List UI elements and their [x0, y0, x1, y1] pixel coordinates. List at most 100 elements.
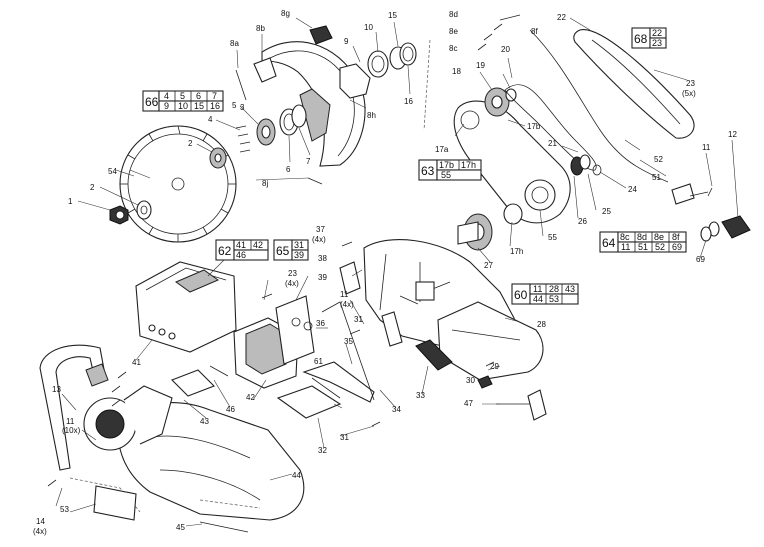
- callout-44: 44: [292, 471, 301, 480]
- svg-text:62: 62: [218, 244, 232, 258]
- callout-2: 2: [188, 139, 193, 148]
- blade-guard: [261, 41, 366, 167]
- belt-drive-arm: [453, 100, 571, 224]
- guard-screws: [235, 125, 251, 153]
- svg-text:69: 69: [672, 242, 682, 252]
- hex-key-tool: [496, 389, 547, 421]
- callout-23: 23: [686, 79, 695, 88]
- callout-8j: 8j: [262, 179, 268, 188]
- belt-tensioner-parts: [570, 154, 602, 176]
- callout-37: 37: [316, 225, 325, 234]
- svg-text:52: 52: [655, 242, 665, 252]
- callout-8b: 8b: [256, 24, 265, 33]
- callout-8c: 8c: [449, 44, 457, 53]
- outer-flange-washer: [136, 200, 152, 220]
- guard-bracket-and-rings: [339, 42, 417, 99]
- svg-text:66: 66: [145, 95, 159, 109]
- battery-latch: [339, 261, 403, 347]
- callout-32: 32: [318, 446, 327, 455]
- svg-text:10: 10: [178, 101, 188, 111]
- callout-14-qty: (4x): [33, 527, 47, 536]
- spring-and-ring: [303, 226, 712, 331]
- svg-text:8e: 8e: [654, 232, 664, 242]
- callout-20: 20: [501, 45, 510, 54]
- svg-text:46: 46: [236, 250, 246, 260]
- screws-cluster: [47, 187, 713, 487]
- small-clip: [477, 375, 493, 389]
- callout-19: 19: [476, 61, 485, 70]
- callout-61: 61: [314, 357, 323, 366]
- callout-11: 11: [702, 143, 711, 152]
- callout-53: 53: [60, 505, 69, 514]
- svg-text:42: 42: [253, 240, 263, 250]
- svg-text:5: 5: [180, 91, 185, 101]
- svg-text:22: 22: [652, 28, 662, 38]
- blade-guard-cover: [83, 385, 173, 451]
- callout-14: 14: [36, 517, 45, 526]
- callout-35: 35: [344, 337, 353, 346]
- svg-text:55: 55: [441, 170, 451, 180]
- kit-box-60: 60 11 28 43 44 53: [511, 283, 579, 305]
- kit-box-64: 64 8c 8d 8e 8f 11 51 52 69: [599, 231, 687, 253]
- callout-41: 41: [132, 358, 141, 367]
- battery-contacts: [148, 324, 176, 340]
- callout-17b: 17b: [527, 122, 541, 131]
- callout-11: 11: [340, 290, 349, 299]
- callout-18: 18: [452, 67, 461, 76]
- gear-and-spindle: [457, 203, 523, 251]
- callout-36: 36: [316, 319, 325, 328]
- callout-17a: 17a: [435, 145, 449, 154]
- callout-8f: 8f: [531, 27, 538, 36]
- callout-38: 38: [318, 254, 327, 263]
- callout-25: 25: [602, 207, 611, 216]
- svg-text:44: 44: [533, 294, 543, 304]
- svg-text:23: 23: [652, 38, 662, 48]
- callout-31: 31: [354, 315, 363, 324]
- wiring-harness: [321, 301, 375, 401]
- callout-51: 51: [652, 173, 661, 182]
- callout-37-qty: (4x): [312, 235, 326, 244]
- callout-13: 13: [52, 385, 61, 394]
- label-plate: [171, 369, 215, 397]
- callout-24: 24: [628, 185, 637, 194]
- callout-39: 39: [318, 273, 327, 282]
- callout-1: 1: [68, 197, 73, 206]
- cutting-blade: [119, 125, 237, 243]
- svg-text:17h: 17h: [461, 160, 476, 170]
- inner-flange-washer: [209, 147, 227, 169]
- callout-11-qty: (10x): [62, 426, 81, 435]
- callout-52: 52: [654, 155, 663, 164]
- callout-8e: 8e: [449, 27, 458, 36]
- callout-11: 11: [66, 417, 75, 426]
- guard-bearing-stack: [256, 104, 307, 146]
- svg-text:63: 63: [421, 164, 435, 178]
- svg-text:15: 15: [194, 101, 204, 111]
- kit-box-65: 65 31 39: [273, 239, 309, 261]
- svg-text:51: 51: [638, 242, 648, 252]
- callout-15: 15: [388, 11, 397, 20]
- kit-box-62: 62 41 42 46: [215, 239, 269, 261]
- callout-6: 6: [286, 165, 291, 174]
- callout-28: 28: [537, 320, 546, 329]
- guard-pin: [235, 69, 323, 185]
- callout-22: 22: [557, 13, 566, 22]
- kit-box-68: 68 22 23: [631, 27, 667, 49]
- callout-labels: 1 2 2 3 4 5 6 7 8a 8b 8g 8h 8j 8c 8d 8e …: [33, 9, 737, 536]
- svg-text:9: 9: [164, 101, 169, 111]
- svg-text:68: 68: [634, 32, 648, 46]
- callout-42: 42: [246, 393, 255, 402]
- callout-47: 47: [464, 399, 473, 408]
- svg-text:60: 60: [514, 288, 528, 302]
- trigger-switch: [302, 361, 375, 403]
- water-hose: [477, 14, 669, 183]
- guard-handle-knob: [253, 25, 333, 83]
- callout-23-qty: (5x): [682, 89, 696, 98]
- axis-line: [423, 39, 431, 131]
- water-valve: [671, 183, 709, 205]
- svg-text:11: 11: [621, 242, 630, 252]
- svg-text:8d: 8d: [637, 232, 647, 242]
- svg-text:31: 31: [294, 240, 304, 250]
- callout-46: 46: [226, 405, 235, 414]
- callout-43: 43: [200, 417, 209, 426]
